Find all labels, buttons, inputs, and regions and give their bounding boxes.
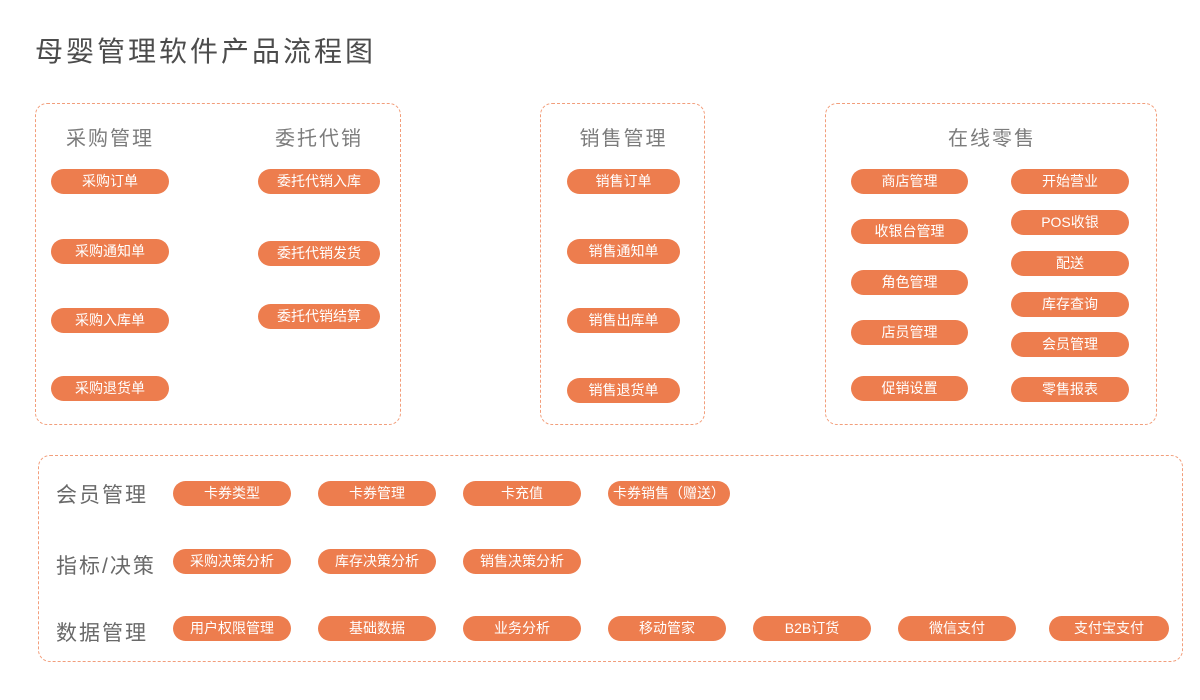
node-inventory-query: 库存查询 [1011,292,1129,317]
consignment-header: 委托代销 [275,128,363,150]
node-purchase-return: 采购退货单 [51,376,169,401]
row-label-member-management: 会员管理 [56,484,148,507]
node-sales-decision-analysis: 销售决策分析 [463,549,581,574]
node-card-sales-gift: 卡券销售（赠送） [608,481,730,506]
node-clerk-management: 店员管理 [851,320,968,345]
node-sales-order: 销售订单 [567,169,680,194]
node-basic-data: 基础数据 [318,616,436,641]
node-alipay-pay: 支付宝支付 [1049,616,1169,641]
node-purchase-order: 采购订单 [51,169,169,194]
node-card-recharge: 卡充值 [463,481,581,506]
node-delivery: 配送 [1011,251,1129,276]
node-pos-cashier: POS收银 [1011,210,1129,235]
node-store-management: 商店管理 [851,169,968,194]
sales-header: 销售管理 [579,128,668,150]
node-open-business: 开始营业 [1011,169,1129,194]
node-cashier-management: 收银台管理 [851,219,968,244]
purchase-header: 采购管理 [66,128,154,150]
node-purchase-decision-analysis: 采购决策分析 [173,549,291,574]
node-sales-return: 销售退货单 [567,378,680,403]
node-retail-report: 零售报表 [1011,377,1129,402]
node-purchase-notice: 采购通知单 [51,239,169,264]
node-card-management: 卡券管理 [318,481,436,506]
bottom-box: 会员管理 卡券类型 卡券管理 卡充值 卡券销售（赠送） 指标/决策 采购决策分析… [38,455,1183,662]
node-sales-notice: 销售通知单 [567,239,680,264]
online-retail-header: 在线零售 [948,128,1036,150]
row-label-data-management: 数据管理 [56,622,148,645]
node-b2b-ordering: B2B订货 [753,616,871,641]
node-mobile-manager: 移动管家 [608,616,726,641]
node-consignment-settlement: 委托代销结算 [258,304,380,329]
sales-box: 销售管理 销售订单 销售通知单 销售出库单 销售退货单 [540,103,705,425]
row-label-indicator-decision: 指标/决策 [56,555,156,578]
node-sales-outbound: 销售出库单 [567,308,680,333]
node-consignment-inbound: 委托代销入库 [258,169,380,194]
node-inventory-decision-analysis: 库存决策分析 [318,549,436,574]
node-user-permission-management: 用户权限管理 [173,616,291,641]
node-purchase-inbound: 采购入库单 [51,308,169,333]
node-card-type: 卡券类型 [173,481,291,506]
purchase-consignment-box: 采购管理 委托代销 采购订单 采购通知单 采购入库单 采购退货单 委托代销入库 … [35,103,401,425]
online-retail-box: 在线零售 商店管理 收银台管理 角色管理 店员管理 促销设置 开始营业 POS收… [825,103,1157,425]
node-promotion-settings: 促销设置 [851,376,968,401]
node-business-analysis: 业务分析 [463,616,581,641]
node-consignment-shipping: 委托代销发货 [258,241,380,266]
node-wechat-pay: 微信支付 [898,616,1016,641]
node-role-management: 角色管理 [851,270,968,295]
diagram-title: 母婴管理软件产品流程图 [35,36,377,67]
node-member-management: 会员管理 [1011,332,1129,357]
